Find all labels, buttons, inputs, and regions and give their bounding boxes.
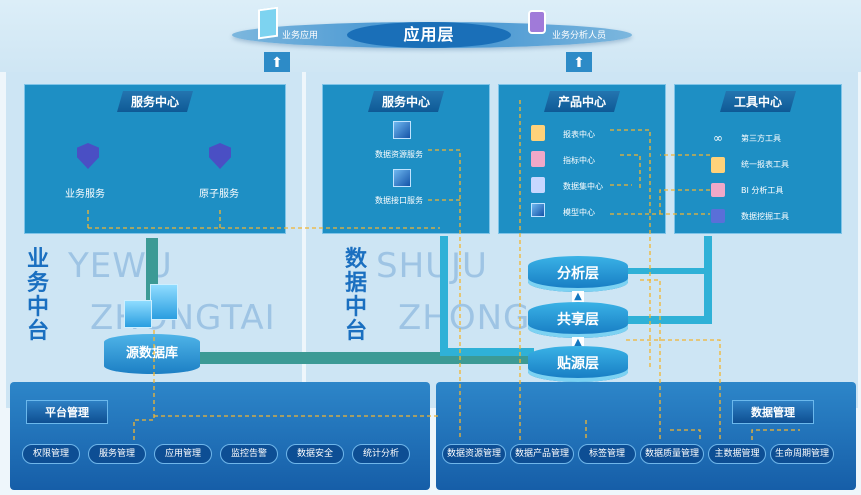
pipe [440,236,448,356]
server-stack-icon [124,300,152,328]
data-resource-management-button[interactable]: 数据资源管理 [442,444,506,464]
cube-icon [393,121,411,139]
tag-management-button[interactable]: 标签管理 [578,444,636,464]
business-app-label: 业务应用 [282,31,319,41]
application-layer-title: 应用层 [347,22,511,48]
data-quality-management-button[interactable]: 数据质量管理 [640,444,704,464]
data-resource-service-label: 数据资源服务 [375,150,423,159]
pipe [440,348,534,356]
connector-line [670,429,701,440]
unified-report-icon [711,157,725,173]
server-stack-icon [150,284,178,320]
atomic-service-label: 原子服务 [199,189,239,200]
connector-line [626,339,721,440]
dataset-center-label: 数据集中心 [563,182,603,191]
dataset-icon [531,177,545,193]
card-title: 产品中心 [544,91,620,112]
link-icon: ∞ [713,131,723,145]
card-title: 服务中心 [368,91,444,112]
up-arrow-icon: ▲ [572,291,584,303]
report-icon [531,125,545,141]
monitoring-alert-button[interactable]: 监控告警 [220,444,278,464]
connector-line [751,429,800,440]
application-management-button[interactable]: 应用管理 [154,444,212,464]
statistical-analysis-button[interactable]: 统计分析 [352,444,410,464]
data-interface-service-label: 数据接口服务 [375,196,423,205]
analyst-label: 业务分析人员 [552,31,607,41]
data-platform-title-text: 数据中台 [344,247,367,344]
business-platform-title-text: 业务中台 [26,247,49,344]
model-icon [531,203,545,217]
analysis-layer: 分析层 [528,256,628,292]
data-platform-title: 数据中台 [344,248,368,344]
connector-line [620,154,641,190]
data-mining-tool-label: 数据挖掘工具 [741,212,789,221]
pipe [704,236,712,324]
model-center-label: 模型中心 [563,208,595,217]
connector-line [610,129,651,370]
business-platform-title: 业务中台 [26,248,50,344]
business-service-center-card: 服务中心 业务服务 原子服务 [24,84,286,234]
pipe [626,268,704,274]
bi-chart-icon [711,183,725,197]
indicator-center-label: 指标中心 [563,156,595,165]
data-service-center-card: 服务中心 数据资源服务 数据接口服务 [322,84,490,234]
data-security-button[interactable]: 数据安全 [286,444,344,464]
cube-icon [393,169,411,187]
source-layer: 贴源层 [528,346,628,382]
report-center-label: 报表中心 [563,130,595,139]
business-service-label: 业务服务 [65,189,105,200]
connector-line [659,189,710,214]
platform-management-title: 平台管理 [26,400,108,424]
data-management-title: 数据管理 [732,400,814,424]
bi-tool-label: BI 分析工具 [741,186,784,195]
lifecycle-management-button[interactable]: 生命周期管理 [770,444,834,464]
indicator-icon [531,151,545,167]
source-database: 源数据库 [104,334,200,374]
up-arrow-icon: ⬆ [264,52,290,74]
connector-line [428,149,461,440]
watermark-zhongtai: ZHONGTAI [90,298,276,338]
tool-center-card: 工具中心 ∞ 第三方工具 统一报表工具 BI 分析工具 数据挖掘工具 [674,84,842,234]
analyst-icon [528,10,546,34]
permission-management-button[interactable]: 权限管理 [22,444,80,464]
service-management-button[interactable]: 服务管理 [88,444,146,464]
shield-icon [77,143,99,169]
card-title: 工具中心 [720,91,796,112]
watermark-zhong: ZHONG [398,298,531,338]
unified-report-tool-label: 统一报表工具 [741,160,789,169]
data-mining-icon [711,209,725,223]
card-title: 服务中心 [117,91,193,112]
watermark-shuju: SHUJU [376,246,488,286]
pipe [626,316,712,324]
product-center-card: 产品中心 报表中心 指标中心 数据集中心 模型中心 [498,84,666,234]
data-product-management-button[interactable]: 数据产品管理 [510,444,574,464]
connector-line [640,279,661,440]
shield-icon [209,143,231,169]
third-party-tool-label: 第三方工具 [741,134,781,143]
master-data-management-button[interactable]: 主数据管理 [708,444,766,464]
connector-line [133,330,155,440]
shared-layer: 共享层 [528,302,628,338]
up-arrow-icon: ⬆ [566,52,592,74]
